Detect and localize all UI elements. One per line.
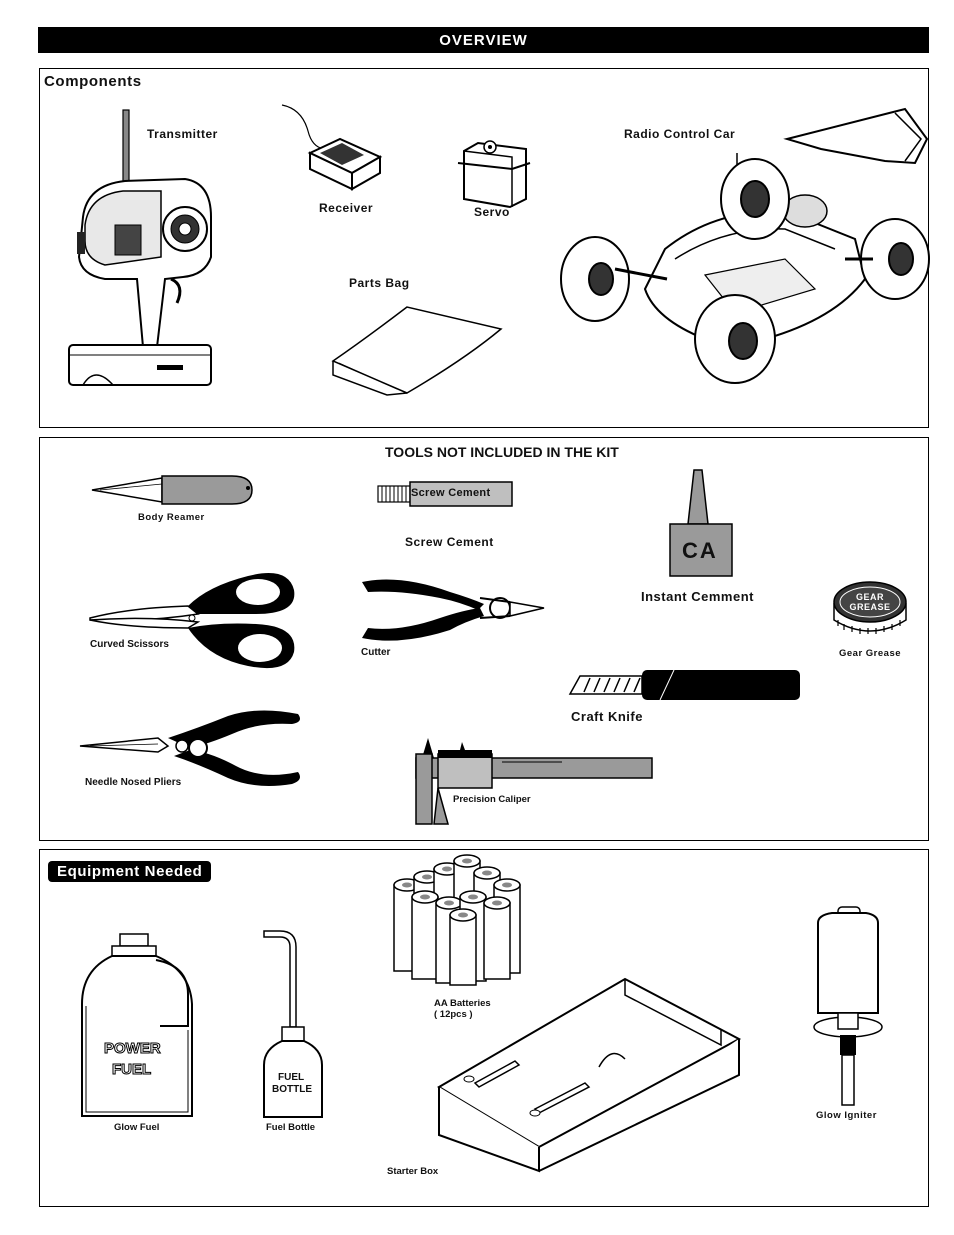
overview-title: OVERVIEW xyxy=(439,31,528,49)
aa-batteries-count: ( 12pcs ) xyxy=(434,1009,473,1020)
screw-cement-tube-illustration xyxy=(377,481,513,507)
transmitter-illustration xyxy=(68,109,212,386)
curved-scissors-illustration xyxy=(89,573,295,669)
receiver-label: Receiver xyxy=(319,201,374,215)
overview-banner: OVERVIEW xyxy=(38,27,929,53)
caliper-label: Precision Caliper xyxy=(453,794,531,805)
gear-grease-label: Gear Grease xyxy=(839,648,902,659)
craft-knife-illustration xyxy=(568,669,800,701)
aa-batteries-illustration xyxy=(393,854,521,986)
aa-batteries-label: AA Batteries xyxy=(434,998,491,1009)
starter-box-label: Starter Box xyxy=(387,1166,439,1177)
glow-fuel-label-line1: POWER xyxy=(104,1040,162,1058)
fuel-bottle-label-line2: BOTTLE xyxy=(272,1084,312,1095)
servo-label: Servo xyxy=(474,205,510,219)
rc-car-illustration xyxy=(560,107,930,384)
craft-knife-label: Craft Knife xyxy=(571,709,643,724)
needle-pliers-label: Needle Nosed Pliers xyxy=(85,777,182,788)
starter-box-illustration xyxy=(437,977,742,1173)
fuel-bottle-caption: Fuel Bottle xyxy=(266,1122,316,1133)
glow-fuel-caption: Glow Fuel xyxy=(114,1122,160,1133)
parts-bag-label: Parts Bag xyxy=(349,276,410,290)
screw-cement-tube-text: Screw Cement xyxy=(411,487,491,499)
glow-fuel-illustration xyxy=(81,933,193,1117)
glow-igniter-illustration xyxy=(813,906,883,1106)
needle-pliers-illustration xyxy=(79,710,300,786)
instant-cement-label: Instant Cemment xyxy=(641,589,754,604)
equipment-heading: Equipment Needed xyxy=(48,861,212,882)
body-reamer-illustration xyxy=(91,475,253,505)
fuel-bottle-label-line1: FUEL xyxy=(278,1072,305,1083)
caliper-illustration xyxy=(415,738,653,825)
ca-text: CA xyxy=(682,538,718,563)
tools-heading: TOOLS NOT INCLUDED IN THE KIT xyxy=(385,444,619,460)
gear-grease-lid-text: GEAR GREASE xyxy=(849,592,891,612)
equipment-panel: Equipment Needed POWER FUEL Glow Fuel FU… xyxy=(39,849,929,1207)
glow-igniter-label: Glow Igniter xyxy=(816,1110,877,1121)
receiver-illustration xyxy=(281,104,383,191)
transmitter-label: Transmitter xyxy=(147,127,218,141)
screw-cement-label: Screw Cement xyxy=(405,535,494,549)
gear-grease-illustration xyxy=(833,581,907,634)
rc-car-wheel-rear-left xyxy=(720,158,790,240)
components-panel: Components Transmitter Receiver Servo Pa… xyxy=(39,68,930,428)
parts-bag-illustration xyxy=(331,306,503,396)
cutter-illustration xyxy=(362,579,545,641)
instant-cement-bottle-illustration xyxy=(669,469,733,577)
cutter-label: Cutter xyxy=(361,647,391,658)
fuel-bottle-illustration xyxy=(263,930,323,1118)
components-heading: Components xyxy=(44,73,142,90)
servo-illustration xyxy=(457,140,531,209)
body-reamer-label: Body Reamer xyxy=(138,512,205,523)
car-label: Radio Control Car xyxy=(624,127,736,141)
curved-scissors-label: Curved Scissors xyxy=(90,639,169,650)
glow-fuel-label-line2: FUEL xyxy=(111,1061,152,1079)
tools-panel: TOOLS NOT INCLUDED IN THE KIT Body Reame… xyxy=(39,437,929,841)
